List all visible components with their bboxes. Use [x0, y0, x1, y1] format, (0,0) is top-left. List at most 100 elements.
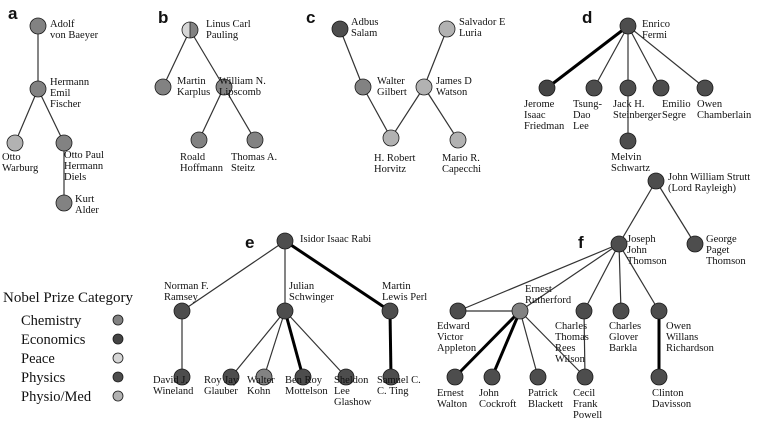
node-kohn — [255, 368, 273, 386]
node-appleton — [449, 302, 467, 320]
node-fermi — [619, 17, 637, 35]
edge-d-fermi-to-friedman — [546, 24, 629, 90]
node-salam — [331, 20, 349, 38]
legend-item-physics: Physics — [21, 370, 66, 386]
node-chamberlain — [696, 79, 714, 97]
node-schwartz — [619, 132, 637, 150]
edge-e-schwinger-to-mottelson — [283, 310, 305, 378]
edge-c-luria-to-watson — [423, 28, 448, 88]
edge-f-rutherford-to-walton — [453, 309, 522, 379]
edge-a-fischer-to-warburg — [14, 88, 39, 144]
node-von-baeyer — [29, 17, 47, 35]
node-thomson-jj — [610, 235, 628, 253]
node-karplus — [154, 78, 172, 96]
node-friedman — [538, 79, 556, 97]
panel-label-a: a — [8, 4, 18, 23]
node-mottelson — [294, 368, 312, 386]
legend-swatch-chemistry — [112, 314, 124, 326]
panel-label-f: f — [578, 233, 584, 252]
edge-e-schwinger-to-kohn — [263, 310, 286, 378]
panel-label-d: d — [582, 8, 592, 27]
legend-item-physio-med: Physio/Med — [21, 389, 92, 405]
edge-d-fermi-to-lee — [593, 25, 629, 89]
legend-swatch-physics — [112, 371, 124, 383]
legend-swatch-economics — [112, 333, 124, 345]
edge-e-rabi-to-ramsey — [181, 240, 286, 312]
node-gilbert — [354, 78, 372, 96]
edge-c-gilbert-to-horvitz — [362, 86, 392, 139]
node-steitz-label: Thomas A.Steitz — [231, 152, 277, 174]
legend: Nobel Prize CategoryChemistryEconomicsPe… — [3, 290, 133, 405]
edge-b-lipscomb-to-hoffmann — [198, 86, 225, 141]
edge-d-fermi-to-chamberlain — [627, 25, 706, 89]
node-capecchi — [449, 131, 467, 149]
node-rabi — [276, 232, 294, 250]
edge-f-rayleigh-to-thomson_gp — [655, 180, 696, 245]
node-barkla — [612, 302, 630, 320]
node-steinberger-label: Jack H.Steinberger — [613, 99, 662, 121]
edge-f-thomson_jj-to-wilson — [583, 243, 620, 312]
edge-f-thomson_jj-to-rutherford — [519, 243, 620, 312]
edge-f-wilson-to-powell — [583, 310, 586, 378]
node-cockroft — [483, 368, 501, 386]
edge-e-rabi-to-perl — [284, 239, 391, 313]
node-horvitz — [382, 129, 400, 147]
panel-label-e: e — [245, 233, 254, 252]
edges-layer — [14, 24, 706, 379]
node-half-peace — [182, 22, 190, 38]
nodes-layer — [6, 17, 714, 386]
node-rayleigh — [647, 172, 665, 190]
node-watson — [415, 78, 433, 96]
node-lipscomb-label: William N.Lipscomb — [219, 76, 266, 98]
node-richardson — [650, 302, 668, 320]
node-wineland — [173, 368, 191, 386]
node-glashow — [337, 368, 355, 386]
legend-title: Nobel Prize Category — [3, 290, 133, 306]
node-segre — [652, 79, 670, 97]
edge-e-perl-to-ting — [388, 310, 393, 378]
node-blackett — [529, 368, 547, 386]
node-wilson — [575, 302, 593, 320]
node-ting — [382, 368, 400, 386]
edge-c-salam-to-gilbert — [339, 28, 364, 88]
node-fischer — [29, 80, 47, 98]
edge-f-thomson_jj-to-barkla — [618, 243, 622, 312]
edge-f-rutherford-to-cockroft — [490, 310, 522, 378]
edge-f-thomson_jj-to-richardson — [618, 243, 660, 312]
node-glauber — [222, 368, 240, 386]
node-capecchi-label: Mario R.Capecchi — [442, 153, 481, 175]
edge-f-rutherford-to-blackett — [519, 310, 539, 378]
node-ramsey — [173, 302, 191, 320]
legend-swatch-peace — [112, 352, 124, 364]
edge-e-schwinger-to-glashow — [284, 310, 347, 378]
node-lee — [585, 79, 603, 97]
node-ramsey-label: Norman F.Ramsey — [164, 281, 209, 303]
edge-f-thomson_jj-to-appleton — [457, 243, 620, 312]
node-alder — [55, 194, 73, 212]
node-schwinger — [276, 302, 294, 320]
node-perl — [381, 302, 399, 320]
node-wineland-label: David J.Wineland — [153, 375, 194, 397]
edge-b-pauling-to-karplus — [162, 29, 191, 88]
